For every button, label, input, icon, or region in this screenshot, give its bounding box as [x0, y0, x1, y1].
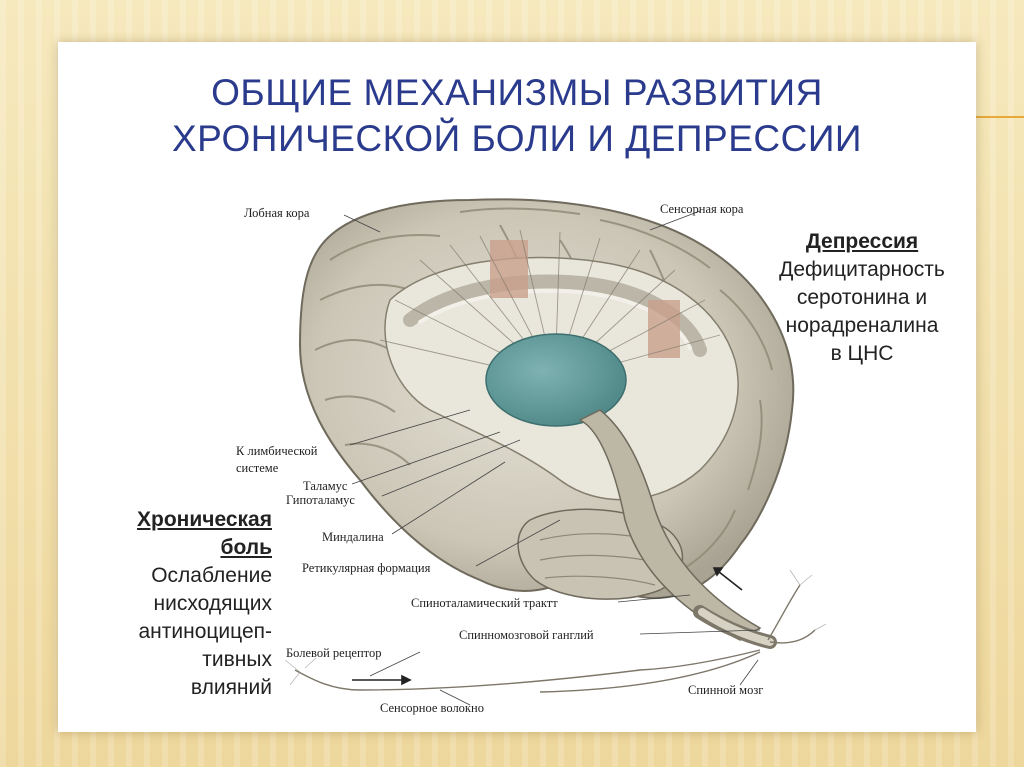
label-spinothalamic-tract: Спиноталамический трактт [411, 596, 558, 610]
chronic-pain-heading-1: Хроническая [137, 508, 272, 531]
depression-line-4: в ЦНС [830, 342, 894, 365]
depression-block: Депрессия Дефицитарность серотонина и но… [742, 228, 982, 368]
label-reticular-formation: Ретикулярная формация [302, 561, 431, 575]
label-to-limbic-1: К лимбической [236, 444, 318, 458]
depression-line-2: серотонина и [796, 286, 928, 309]
sensory-cortex-patch [648, 300, 680, 358]
label-hypothalamus: Гипоталамус [286, 493, 355, 507]
label-amygdala: Миндалина [322, 530, 384, 544]
label-sensory-fiber: Сенсорное волокно [380, 701, 484, 715]
title-line-1: ОБЩИЕ МЕХАНИЗМЫ РАЗВИТИЯ [211, 72, 823, 113]
label-thalamus: Таламус [303, 479, 348, 493]
depression-line-1: Дефицитарность [779, 258, 945, 281]
decorative-line [960, 116, 1024, 118]
chronic-pain-line-5: влияний [190, 676, 272, 699]
chronic-pain-block: Хроническая боль Ослабление нисходящих а… [92, 506, 272, 702]
label-frontal-cortex: Лобная кора [244, 206, 310, 220]
title-line-2: ХРОНИЧЕСКОЙ БОЛИ И ДЕПРЕССИИ [171, 118, 863, 159]
frontal-cortex-patch [490, 240, 528, 298]
chronic-pain-line-3: антиноцицеп- [138, 620, 273, 643]
label-pain-receptor: Болевой рецептор [286, 646, 382, 660]
label-spinal-cord: Спинной мозг [688, 683, 764, 697]
label-to-limbic-2: системе [236, 461, 279, 475]
depression-line-3: норадреналина [785, 314, 939, 337]
thalamus-structure [485, 333, 627, 427]
chronic-pain-line-2: нисходящих [153, 592, 272, 615]
chronic-pain-line-1: Ослабление [151, 564, 272, 587]
chronic-pain-line-4: тивных [202, 648, 272, 671]
label-sensory-cortex: Сенсорная кора [660, 202, 744, 216]
chronic-pain-heading-2: боль [220, 536, 272, 559]
label-spinal-ganglion: Спинномозговой ганглий [459, 628, 594, 642]
depression-heading: Депрессия [805, 230, 919, 253]
slide-title: ОБЩИЕ МЕХАНИЗМЫ РАЗВИТИЯ ХРОНИЧЕСКОЙ БОЛ… [58, 70, 976, 162]
